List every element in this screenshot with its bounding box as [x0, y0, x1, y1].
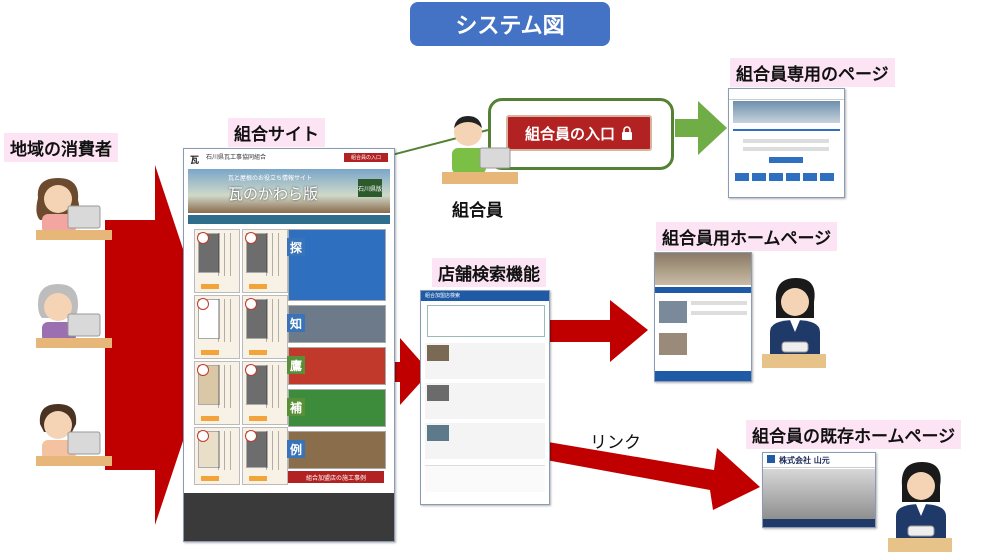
operator-person-icon: [888, 462, 952, 552]
side-label: 探: [287, 238, 305, 256]
site-nav: [188, 215, 390, 224]
member-entrance-button: 組合員の入口: [506, 115, 652, 151]
banner-tag: 石川県版: [358, 179, 382, 197]
label-consumers: 地域の消費者: [4, 133, 118, 162]
content-tile: [242, 229, 288, 293]
side-card: 探: [287, 229, 386, 301]
site-banner: 瓦と屋根のお役立ち情報サイト 瓦のかわら版 石川県版: [188, 169, 390, 213]
lock-icon: [622, 126, 632, 140]
mh-row: [691, 301, 747, 305]
mh-photo: [659, 301, 687, 323]
arrow-search-to-homepage: [545, 300, 648, 362]
content-tile: [194, 361, 240, 425]
label-union-site: 組合サイト: [228, 118, 325, 147]
member-person-icon: [442, 116, 518, 184]
result-item: [425, 423, 545, 459]
site-footer: [184, 493, 394, 541]
mh-photo: [659, 333, 687, 355]
mh-footer: [655, 371, 751, 381]
side-card: 知: [287, 305, 386, 343]
side-label: 知: [287, 314, 305, 332]
operator-person-icon: [762, 278, 826, 368]
label-link: リンク: [590, 433, 641, 453]
consumer-person-icon: [36, 404, 112, 466]
label-existing-homepage: 組合員の既存ホームページ: [746, 420, 962, 449]
eh-header: 株式会社 山元: [763, 453, 875, 468]
search-form: [427, 305, 545, 337]
mh-row: [691, 311, 747, 315]
member-homepage-screenshot: [654, 252, 752, 382]
mp-tabs: [735, 173, 835, 181]
content-tile: [194, 229, 240, 293]
content-tile: [242, 427, 288, 485]
result-item: [425, 343, 545, 379]
side-label: 補: [287, 398, 305, 416]
mp-header: [729, 89, 844, 100]
side-label: 鷹: [287, 356, 305, 374]
label-member: 組合員: [452, 201, 503, 221]
eh-company: 株式会社 山元: [779, 456, 830, 465]
mh-banner: [655, 253, 751, 285]
content-tile: [242, 295, 288, 359]
site-header-button: 組合員の入口: [344, 153, 388, 162]
arrow-entrance-to-member-page: [675, 101, 727, 155]
side-label: 例: [287, 440, 305, 458]
result-item: [425, 383, 545, 419]
consumer-person-icon: [36, 178, 112, 240]
eh-photo: [763, 469, 875, 519]
member-page-screenshot: [728, 88, 845, 198]
store-search-screenshot: 組合加盟店検索: [420, 290, 550, 505]
label-member-page: 組合員専用のページ: [730, 58, 895, 87]
side-card: 補: [287, 389, 386, 427]
consumer-person-icon: [36, 284, 112, 348]
existing-homepage-screenshot: 株式会社 山元: [762, 452, 876, 528]
eh-logo: [767, 455, 775, 463]
mp-row: [743, 139, 829, 143]
member-entrance-label: 組合員の入口: [524, 124, 615, 143]
mp-row: [743, 147, 829, 151]
banner-text: 瓦のかわら版: [228, 185, 319, 203]
diagram-title: システム図: [410, 2, 610, 46]
content-tile: [194, 427, 240, 485]
label-store-search: 店舗検索機能: [432, 258, 546, 287]
label-member-homepage: 組合員用ホームページ: [656, 222, 838, 251]
footer-link: 組合加盟店の施工事例: [288, 471, 384, 483]
union-site-screenshot: 瓦 石川県瓦工事協同組合 組合員の入口 瓦と屋根のお役立ち情報サイト 瓦のかわら…: [183, 148, 395, 542]
mh-nav: [655, 287, 751, 293]
mp-line: [733, 129, 840, 131]
side-card: 鷹: [287, 347, 386, 385]
search-header: 組合加盟店検索: [421, 291, 549, 301]
arrow-search-to-existing: [546, 442, 760, 510]
site-header: 瓦 石川県瓦工事協同組合 組合員の入口: [184, 149, 394, 167]
banner-sub: 瓦と屋根のお役立ち情報サイト: [228, 175, 313, 182]
content-tile: [194, 295, 240, 359]
content-tile: [242, 361, 288, 425]
result-list: [425, 465, 545, 492]
arrow-consumers-to-site: [105, 165, 215, 525]
side-card: 例: [287, 431, 386, 469]
mp-banner: [733, 101, 840, 123]
eh-nav: [763, 519, 875, 527]
mp-button: [769, 157, 803, 163]
site-org-name: 石川県瓦工事協同組合: [206, 154, 267, 161]
